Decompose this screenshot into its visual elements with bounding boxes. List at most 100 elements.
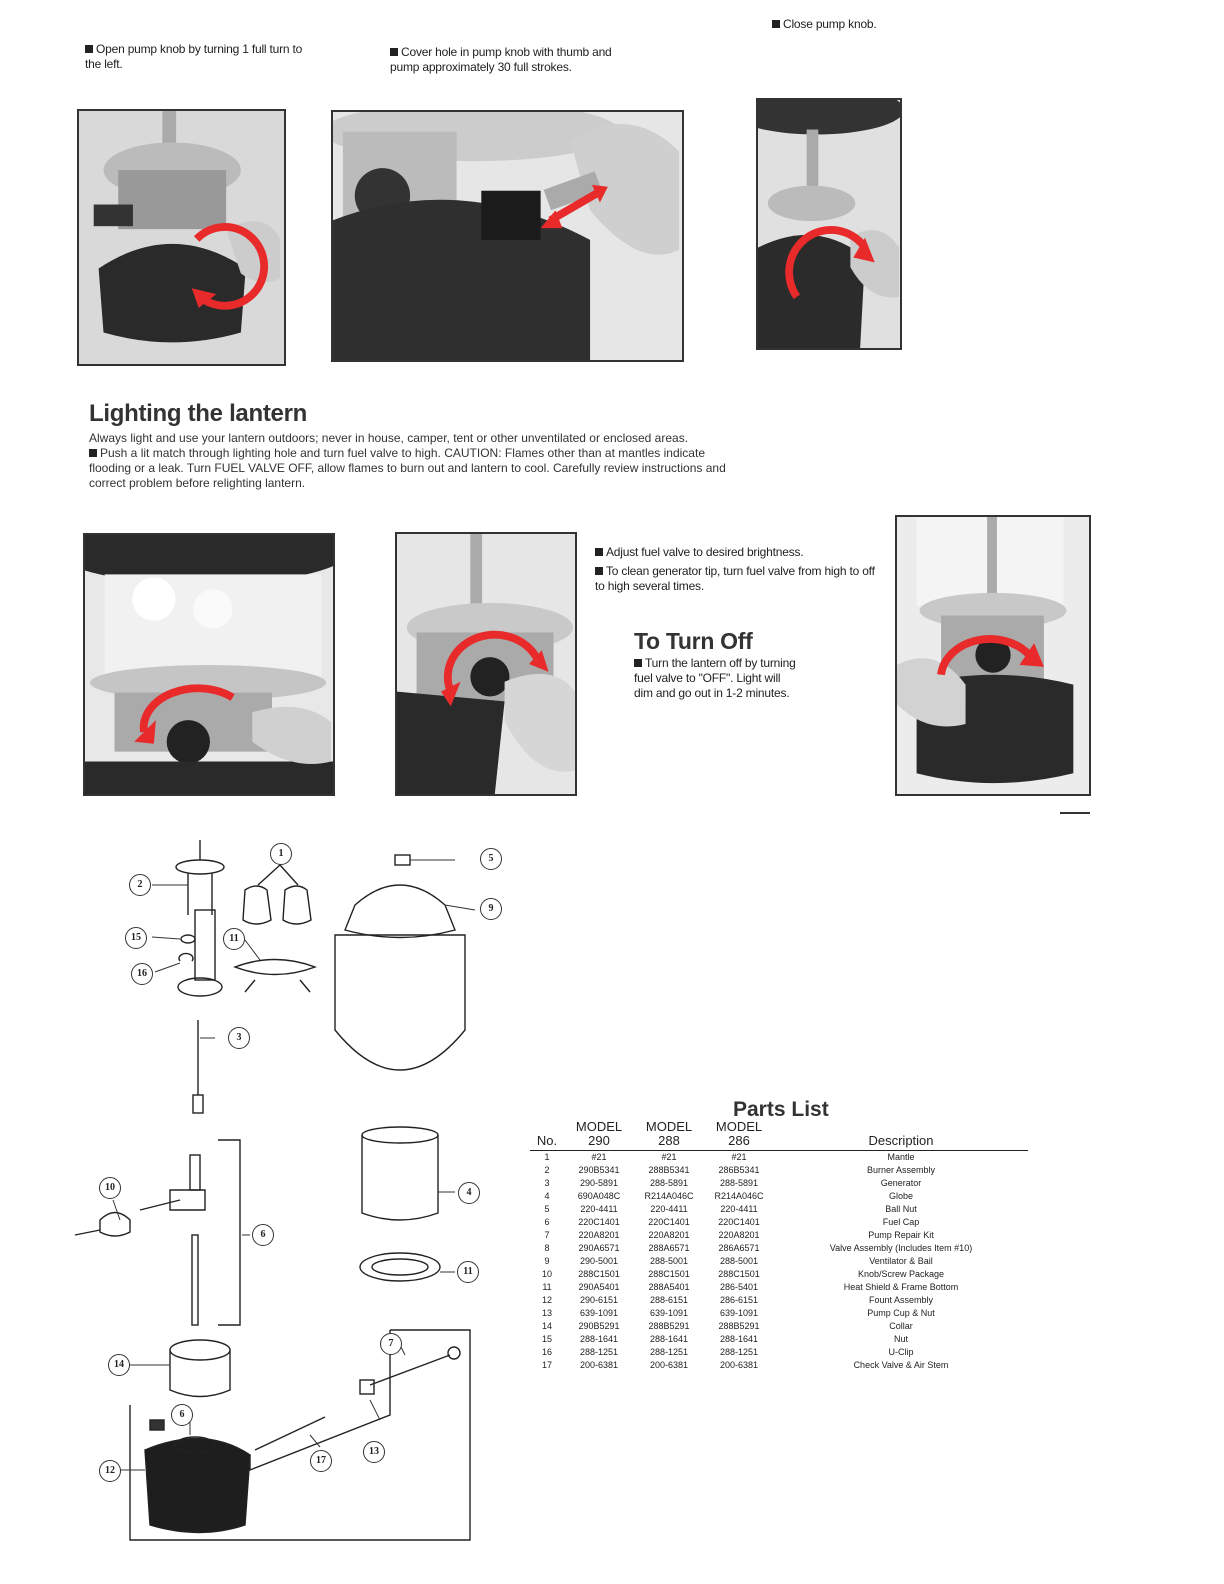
- table-cell: 290-6151: [579, 1295, 619, 1305]
- table-cell: 290-5891: [579, 1178, 619, 1188]
- bullet-icon: [85, 45, 93, 53]
- parts-table-header: No. MODEL 290 MODEL 288 MODEL 286 Descri…: [530, 1120, 1028, 1151]
- table-cell: 220A8201: [578, 1230, 620, 1240]
- table-cell: 288B5341: [648, 1165, 690, 1175]
- table-cell: R214A046C: [644, 1191, 694, 1201]
- table-cell: Ball Nut: [885, 1204, 917, 1214]
- table-cell: 286A6571: [718, 1243, 760, 1253]
- table-cell: Check Valve & Air Stem: [853, 1360, 949, 1370]
- table-cell: #21: [661, 1152, 677, 1162]
- callout-14: 14: [108, 1354, 130, 1376]
- table-cell: 639-1091: [649, 1308, 689, 1318]
- table-cell: 288C1501: [578, 1269, 620, 1279]
- table-cell: 7: [544, 1230, 550, 1240]
- adjust-instructions: Adjust fuel valve to desired brightness.…: [595, 545, 885, 594]
- table-cell: 286-6151: [719, 1295, 759, 1305]
- bullet-icon: [595, 548, 603, 556]
- table-cell: 288-1641: [649, 1334, 689, 1344]
- photo-corner-line: [1060, 812, 1090, 814]
- table-cell: 639-1091: [719, 1308, 759, 1318]
- table-cell: 288-1251: [649, 1347, 689, 1357]
- callout-13: 13: [363, 1441, 385, 1463]
- callout-6-valve: 6: [252, 1224, 274, 1246]
- table-cell: 14: [541, 1321, 552, 1331]
- step-text: Open pump knob by turning 1 full turn to…: [85, 42, 303, 71]
- adjust-step-1: Adjust fuel valve to desired brightness.: [595, 545, 885, 560]
- table-cell: 290A5401: [578, 1282, 620, 1292]
- adjust-step-2: To clean generator tip, turn fuel valve …: [595, 564, 875, 593]
- table-cell: 220-4411: [650, 1204, 688, 1214]
- callout-7: 7: [380, 1333, 402, 1355]
- callout-12: 12: [99, 1460, 121, 1482]
- table-cell: 13: [541, 1308, 552, 1318]
- callout-4: 4: [458, 1182, 480, 1204]
- parts-list-title: Parts List: [733, 1098, 829, 1121]
- table-cell: Pump Cup & Nut: [867, 1308, 935, 1318]
- callout-9: 9: [480, 898, 502, 920]
- table-cell: 220-4411: [720, 1204, 758, 1214]
- table-cell: 290B5341: [578, 1165, 620, 1175]
- table-cell: Knob/Screw Package: [857, 1269, 945, 1279]
- table-row: 8 290A6571 288A6571 286A6571 Valve Assembly …: [530, 1242, 1028, 1255]
- table-cell: 286B5341: [718, 1165, 760, 1175]
- callout-2: 2: [129, 874, 151, 896]
- table-row: 13 639-1091 639-1091 639-1091 Pump Cup & Nut: [530, 1307, 1028, 1320]
- table-cell: 290A6571: [578, 1243, 620, 1253]
- table-cell: 16: [541, 1347, 552, 1357]
- callout-3: 3: [228, 1027, 250, 1049]
- bullet-icon: [634, 659, 642, 667]
- step-open-pump-caption: Open pump knob by turning 1 full turn to…: [85, 42, 305, 72]
- table-cell: 288C1501: [718, 1269, 760, 1279]
- table-cell: 286-5401: [719, 1282, 759, 1292]
- table-cell: 288A6571: [648, 1243, 690, 1253]
- bullet-icon: [390, 48, 398, 56]
- table-cell: 288-5001: [719, 1256, 759, 1266]
- table-cell: Globe: [888, 1191, 914, 1201]
- table-cell: Burner Assembly: [866, 1165, 936, 1175]
- callout-5: 5: [480, 848, 502, 870]
- lighting-instructions: Always light and use your lantern outdoo…: [89, 431, 734, 491]
- table-cell: U-Clip: [888, 1347, 914, 1357]
- col-no: No.: [536, 1133, 558, 1148]
- callout-17: 17: [310, 1450, 332, 1472]
- callout-1: 1: [270, 843, 292, 865]
- table-cell: 200-6381: [649, 1360, 689, 1370]
- table-cell: 200-6381: [579, 1360, 619, 1370]
- table-cell: Fount Assembly: [868, 1295, 934, 1305]
- callout-6-cap: 6: [171, 1404, 193, 1426]
- table-cell: 639-1091: [579, 1308, 619, 1318]
- table-cell: Mantle: [887, 1152, 915, 1162]
- table-cell: Collar: [889, 1321, 913, 1331]
- photo-adjust-valve: [395, 532, 577, 796]
- table-cell: 8: [544, 1243, 550, 1253]
- table-cell: 288-5001: [649, 1256, 689, 1266]
- table-cell: 9: [544, 1256, 550, 1266]
- callout-15: 15: [125, 927, 147, 949]
- table-cell: 5: [544, 1204, 550, 1214]
- table-cell: 3: [544, 1178, 550, 1188]
- table-cell: 288B5291: [718, 1321, 760, 1331]
- table-cell: Valve Assembly (Includes Item #10): [829, 1243, 973, 1253]
- col-model-286: MODEL 286: [715, 1119, 763, 1148]
- bullet-icon: [89, 449, 97, 457]
- callout-11-bottom: 11: [457, 1261, 479, 1283]
- photo-close-pump-knob: [756, 98, 902, 350]
- step-close-pump-caption: Close pump knob.: [772, 17, 932, 32]
- table-cell: 288-6151: [649, 1295, 689, 1305]
- table-cell: 6: [544, 1217, 550, 1227]
- callout-16: 16: [131, 963, 153, 985]
- lighting-step: Push a lit match through lighting hole a…: [89, 446, 726, 490]
